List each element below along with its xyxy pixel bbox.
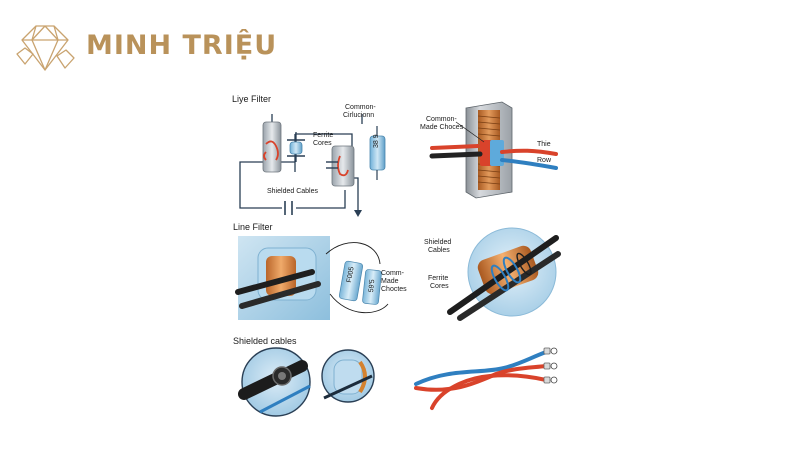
twisted-pair-wire-illustration bbox=[414, 347, 558, 410]
ferrite-shielded-cable-illustration bbox=[447, 227, 561, 321]
shielded-cable-cross-section-illustration bbox=[238, 347, 375, 417]
label-common-made-choces-line1: Common- bbox=[426, 116, 457, 123]
label-comm-made-choctes-line1: Comm- bbox=[381, 270, 404, 277]
label-ferrite-cores-line2: Cores bbox=[313, 140, 332, 147]
label-ferrite-cores-line1: Ferrite bbox=[313, 132, 334, 139]
section-title-liye-filter: Liye Filter bbox=[232, 94, 272, 104]
label-row: Row bbox=[537, 157, 552, 164]
label-thie: Thie bbox=[537, 141, 551, 148]
line-filter-schematic bbox=[239, 114, 386, 217]
label-comm-made-choctes-line2: Made bbox=[381, 278, 399, 285]
label-shielded-cables-right-line2: Cables bbox=[428, 247, 450, 254]
brand-logo-icon bbox=[16, 25, 75, 71]
common-mode-choke-illustration bbox=[429, 101, 558, 199]
label-common-circuit-line2: Cirlucionn bbox=[343, 112, 375, 119]
brand-name: MINH TRIỆU bbox=[86, 30, 278, 61]
label-choke-code-b: 59'5 bbox=[368, 279, 377, 293]
label-choke-code-top: 38 9 bbox=[373, 134, 380, 148]
label-ferrite-cores-right-line2: Cores bbox=[430, 283, 449, 290]
label-common-made-choces-line2: Made Choces bbox=[420, 124, 464, 131]
section-title-line-filter: Line Filter bbox=[233, 222, 273, 232]
line-filter-cable-illustration bbox=[235, 236, 389, 320]
label-comm-made-choctes-line3: Choctes bbox=[381, 286, 407, 293]
label-shielded-cables-right-line1: Shielded bbox=[424, 239, 452, 246]
label-ferrite-cores-right-line1: Ferrite bbox=[428, 275, 449, 282]
section-title-shielded-cables: Shielded cables bbox=[233, 336, 297, 346]
label-common-circuit-line1: Common- bbox=[345, 104, 376, 111]
label-shielded-cables-top: Shielded Cables bbox=[267, 188, 318, 195]
